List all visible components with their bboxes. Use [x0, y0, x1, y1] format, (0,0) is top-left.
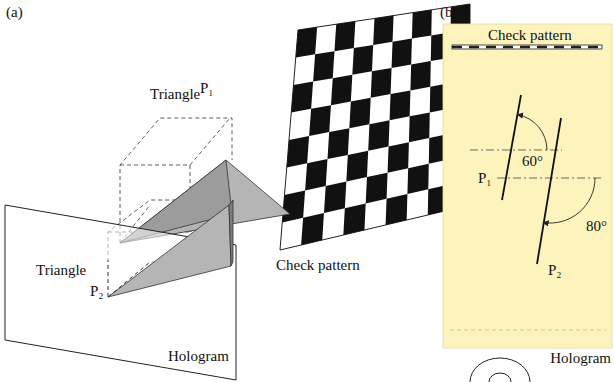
- hologram-edge: [450, 329, 606, 330]
- check-square: [371, 68, 392, 98]
- label: P₂: [90, 283, 104, 299]
- label: P₁: [200, 80, 214, 96]
- check-square: [296, 27, 317, 57]
- check-square: [386, 194, 408, 225]
- label: P₂: [548, 262, 562, 278]
- check-square: [366, 173, 388, 204]
- label: (a): [6, 4, 23, 20]
- check-square: [343, 204, 365, 235]
- check-square: [390, 90, 411, 120]
- label: Hologram: [168, 348, 229, 364]
- check-square: [287, 136, 309, 167]
- check-square: [331, 75, 352, 105]
- triangle-face: [229, 200, 233, 266]
- check-square: [346, 151, 368, 182]
- label: Triangle: [36, 262, 86, 278]
- check-square: [282, 191, 305, 223]
- check-square: [309, 105, 331, 136]
- check-square: [305, 159, 327, 190]
- label: Hologram: [550, 350, 611, 366]
- label: 80°: [586, 218, 607, 234]
- check-pattern-edge: [452, 46, 602, 49]
- check-square: [392, 39, 412, 68]
- check-square: [407, 164, 428, 194]
- check-square: [412, 10, 432, 39]
- check-square: [410, 61, 430, 90]
- hologram-plane: [5, 205, 236, 380]
- check-square: [313, 51, 334, 81]
- check-square: [324, 182, 346, 213]
- check-square: [349, 98, 370, 128]
- bounding-box: [108, 260, 150, 297]
- check-pattern-edge: [452, 45, 602, 49]
- check-square: [301, 213, 324, 245]
- check-square: [409, 112, 430, 142]
- check-square: [368, 120, 389, 150]
- top-view-panel: [443, 24, 612, 348]
- label: (b): [440, 4, 458, 20]
- eye-pupil: [489, 373, 511, 382]
- check-square: [334, 21, 355, 51]
- triangle-edge: [537, 118, 561, 264]
- check-square: [352, 45, 373, 75]
- label: Triangle: [150, 86, 200, 102]
- check-board: [280, 4, 470, 250]
- label: Check pattern: [488, 27, 572, 43]
- label: Check pattern: [276, 257, 360, 273]
- check-square: [373, 16, 393, 45]
- check-pattern: [280, 4, 470, 250]
- check-square: [327, 128, 349, 159]
- label: P₁: [478, 170, 492, 186]
- triangle-edge: [502, 95, 521, 200]
- angle-arc: [517, 115, 547, 150]
- angle-arc: [543, 178, 595, 223]
- check-square: [291, 82, 313, 113]
- triangle: [108, 205, 231, 297]
- eye: [470, 358, 530, 382]
- check-square: [388, 142, 409, 172]
- label: 60°: [522, 153, 543, 169]
